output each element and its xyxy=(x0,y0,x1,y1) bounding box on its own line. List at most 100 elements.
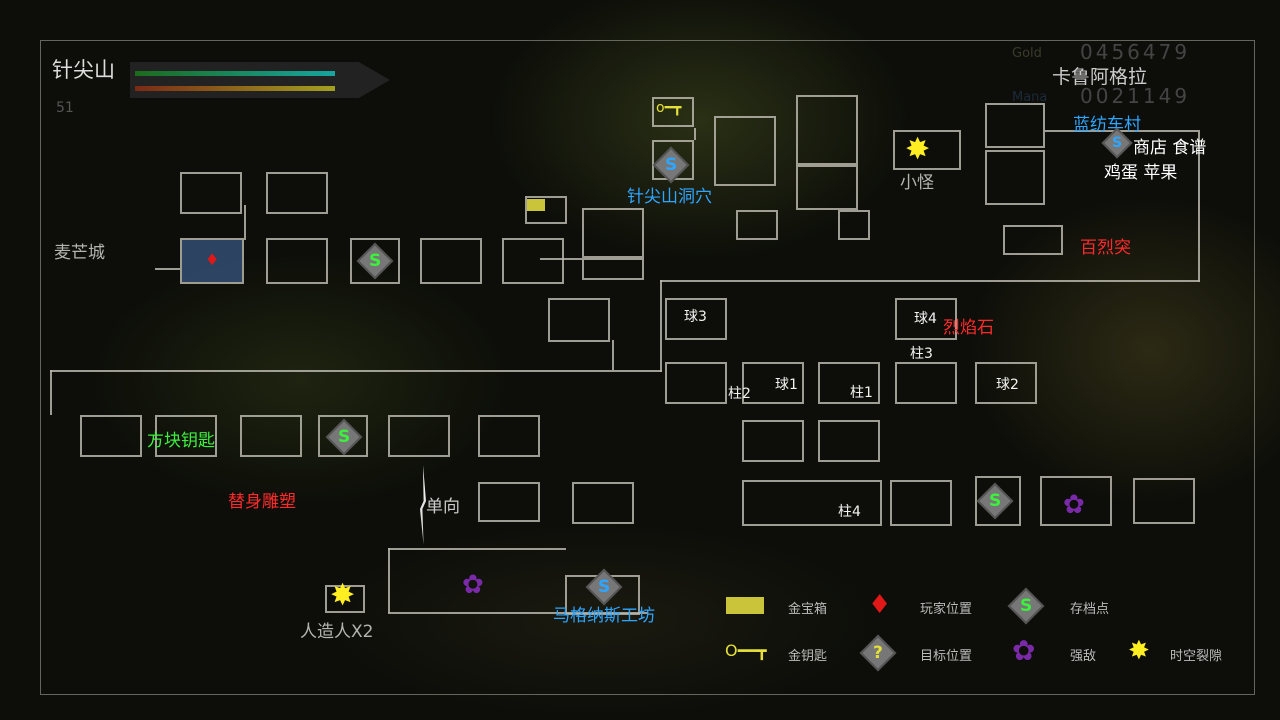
map-corridor xyxy=(244,205,246,240)
label-substitute-statue: 替身雕塑 xyxy=(228,492,296,512)
sword-gauge xyxy=(130,62,390,98)
label-minion: 小怪 xyxy=(900,173,934,193)
map-room xyxy=(266,238,328,284)
legend-label: 强敌 xyxy=(1070,649,1097,664)
map-frame xyxy=(40,40,1255,695)
gold-key-icon: O━━┳ xyxy=(725,641,767,660)
map-room xyxy=(548,298,610,342)
label-pillar3: 柱3 xyxy=(910,346,933,362)
legend-label: 金宝箱 xyxy=(788,602,828,617)
gold-chest-icon xyxy=(527,199,545,211)
label-flame-stone: 烈焰石 xyxy=(943,318,994,338)
map-corridor xyxy=(694,128,696,140)
map-corridor xyxy=(540,258,582,260)
map-room xyxy=(665,298,727,340)
map-room xyxy=(525,196,567,224)
label-square-key: 方块钥匙 xyxy=(147,431,215,451)
one-way-marker-icon xyxy=(420,465,426,545)
area-name: 针尖山 xyxy=(52,58,115,82)
label-ball1: 球1 xyxy=(775,377,798,393)
mana-value: 0021149 xyxy=(1080,84,1191,108)
label-cave: 针尖山洞穴 xyxy=(627,187,712,207)
map-room xyxy=(796,95,858,165)
label-maimang-city: 麦芒城 xyxy=(54,243,105,263)
gold-label: Gold xyxy=(1012,46,1042,61)
map-room xyxy=(893,130,961,170)
map-corridor xyxy=(1198,130,1200,282)
map-room xyxy=(742,480,882,526)
map-room xyxy=(895,362,957,404)
label-bailie: 百烈突 xyxy=(1080,238,1131,258)
label-ball3: 球3 xyxy=(684,309,707,325)
label-ball2: 球2 xyxy=(996,377,1019,393)
map-room xyxy=(838,210,870,240)
mp-bar xyxy=(135,86,335,91)
strong-enemy-icon: ✿ xyxy=(462,570,484,600)
strong-enemy-icon: ✿ xyxy=(1012,634,1036,667)
map-room xyxy=(180,238,244,284)
hp-bar xyxy=(135,71,335,76)
map-room xyxy=(1133,478,1195,524)
map-room xyxy=(420,238,482,284)
map-corridor xyxy=(155,268,180,270)
legend-label: 金钥匙 xyxy=(788,649,828,664)
map-room xyxy=(742,420,804,462)
map-room xyxy=(975,362,1037,404)
map-room xyxy=(818,362,880,404)
map-room xyxy=(350,238,400,284)
map-room xyxy=(714,116,776,186)
player-level: 51 xyxy=(56,100,74,116)
gold-chest-icon xyxy=(726,597,764,614)
map-room xyxy=(388,415,450,457)
map-corridor xyxy=(612,340,614,370)
time-rift-icon: ✸ xyxy=(1128,636,1150,666)
map-room xyxy=(240,415,302,457)
map-room xyxy=(652,97,694,127)
label-pillar1: 柱1 xyxy=(850,385,873,401)
player-position-icon: ♦ xyxy=(868,590,892,620)
map-room xyxy=(478,482,540,522)
map-room xyxy=(895,298,957,340)
legend-label: 玩家位置 xyxy=(920,602,973,617)
map-room xyxy=(80,415,142,457)
label-pillar2: 柱2 xyxy=(728,386,751,402)
label-eggs-apples: 鸡蛋 苹果 xyxy=(1104,163,1178,183)
map-room xyxy=(985,103,1045,148)
map-corridor xyxy=(660,280,662,372)
time-rift-icon: ✸ xyxy=(905,132,931,167)
label-pillar4: 柱4 xyxy=(838,504,861,520)
label-one-way: 单向 xyxy=(426,497,460,517)
map-room xyxy=(1003,225,1063,255)
map-room xyxy=(180,172,242,214)
label-lanfang-village: 蓝纺车村 xyxy=(1073,115,1141,135)
label-magnus-workshop: 马格纳斯工坊 xyxy=(553,606,655,626)
label-ball4: 球4 xyxy=(914,311,937,327)
map-room xyxy=(890,480,952,526)
map-room xyxy=(478,415,540,457)
legend-label: 目标位置 xyxy=(920,649,973,664)
map-room xyxy=(985,150,1045,205)
map-room xyxy=(796,165,858,210)
map-corridor xyxy=(388,612,648,614)
map-corridor xyxy=(50,370,52,415)
mana-label: Mana xyxy=(1012,90,1048,105)
map-corridor xyxy=(388,548,390,613)
map-room xyxy=(665,362,727,404)
map-room xyxy=(736,210,778,240)
gold-key-icon: o━┳ xyxy=(656,100,682,116)
strong-enemy-icon: ✿ xyxy=(1063,490,1085,520)
map-corridor xyxy=(660,280,1200,282)
label-shop: 商店 食谱 xyxy=(1133,138,1207,158)
map-room xyxy=(318,415,368,457)
map-room xyxy=(155,415,217,457)
map-room xyxy=(582,208,644,258)
map-room xyxy=(325,585,365,613)
map-room xyxy=(1040,476,1112,526)
map-room xyxy=(502,238,564,284)
map-room xyxy=(742,362,804,404)
legend-label: 时空裂隙 xyxy=(1170,649,1223,664)
time-rift-icon: ✸ xyxy=(330,578,356,613)
map-room xyxy=(266,172,328,214)
legend-label: 存档点 xyxy=(1070,602,1110,617)
